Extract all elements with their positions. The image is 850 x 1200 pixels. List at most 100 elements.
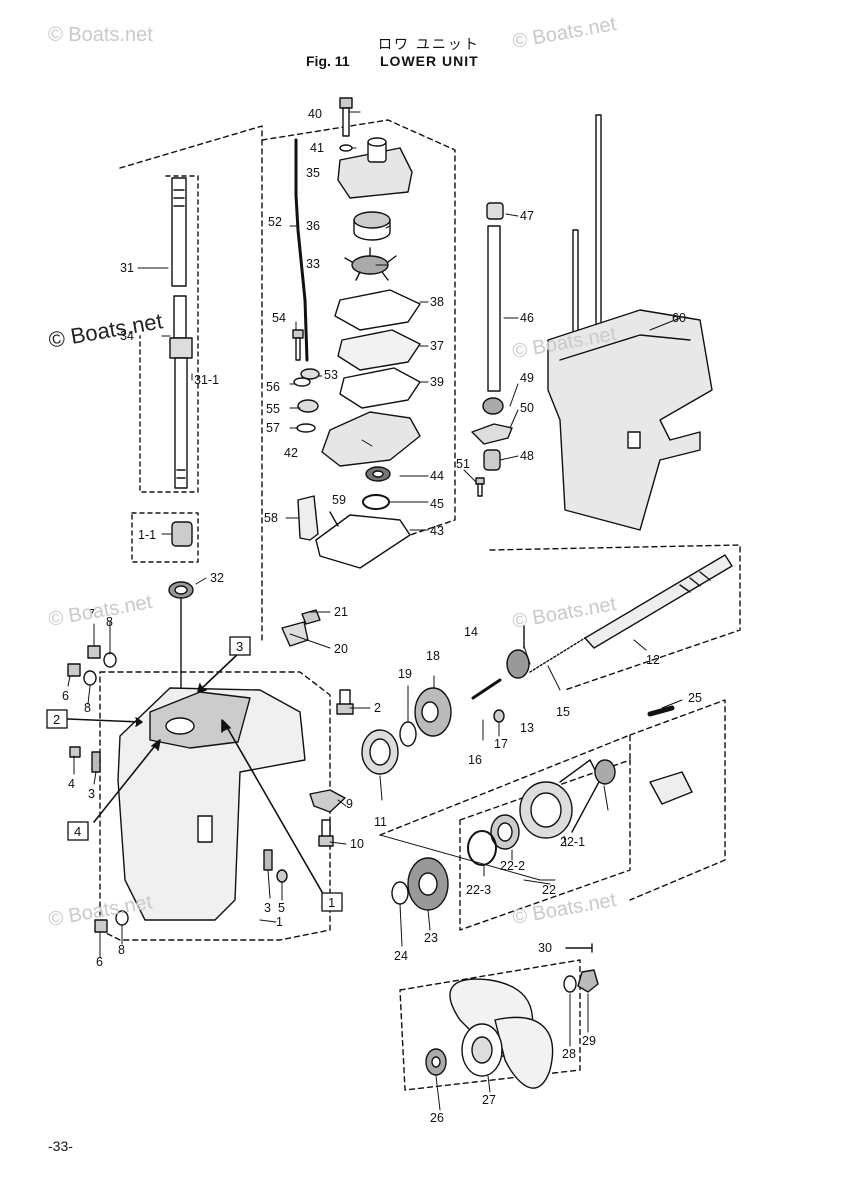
- part-lower-housing-1: [117, 687, 306, 921]
- group-outline-bushing: [131, 512, 199, 563]
- callout-54: 54: [272, 311, 286, 325]
- callout-8c: 8: [118, 943, 125, 957]
- callout-23: 23: [424, 931, 438, 945]
- part-pin-59: [329, 511, 339, 527]
- callout-52: 52: [268, 215, 282, 229]
- part-propeller-27: [449, 978, 554, 1089]
- callout-34: 34: [120, 329, 134, 343]
- figure-number: Fig. 11: [306, 53, 350, 69]
- boxed-reference-labels: 3 2 4 1: [46, 636, 343, 912]
- callout-8b: 8: [84, 701, 91, 715]
- boxed-ref-2: 2: [53, 712, 60, 727]
- callout-18: 18: [426, 649, 440, 663]
- part-grommet-55: [297, 399, 319, 413]
- callout-58: 58: [264, 511, 278, 525]
- callout-32: 32: [210, 571, 224, 585]
- part-grommet-49: [482, 397, 504, 415]
- title-japanese: ロワ ユニット: [378, 36, 480, 52]
- part-clip-3-lower: [263, 849, 273, 871]
- part-clip-3: [91, 751, 101, 773]
- callout-55: 55: [266, 402, 280, 416]
- callout-36: 36: [306, 219, 320, 233]
- callout-14: 14: [464, 625, 478, 639]
- part-bolt-54: [292, 329, 304, 361]
- callout-47: 47: [520, 209, 534, 223]
- group-outline-driveshaft: [119, 125, 263, 641]
- callout-22-1: 22-1: [560, 835, 585, 849]
- part-propeller-shaft-12: [584, 554, 733, 649]
- callout-37: 37: [430, 339, 444, 353]
- callout-27: 27: [482, 1093, 496, 1107]
- reference-arrows: [67, 651, 323, 893]
- callout-6a: 6: [62, 689, 69, 703]
- callout-7: 7: [88, 607, 95, 621]
- part-o-ring-45: [362, 494, 390, 510]
- part-plate-20: [281, 621, 309, 647]
- part-bearing-carrier-22-1: [519, 759, 601, 839]
- callout-13: 13: [520, 721, 534, 735]
- part-bearing-32: [168, 581, 194, 599]
- part-forward-gear-18: [414, 687, 452, 737]
- callout-24: 24: [394, 949, 408, 963]
- callout-20: 20: [334, 642, 348, 656]
- callout-1-1: 1-1: [138, 528, 156, 542]
- part-washer-41: [339, 144, 353, 152]
- callout-49: 49: [520, 371, 534, 385]
- part-grommet-48: [483, 449, 501, 471]
- boxed-ref-3: 3: [236, 639, 243, 654]
- part-pump-housing-35: [337, 137, 413, 199]
- leader-lines: [67, 111, 683, 1111]
- callout-9: 9: [346, 797, 353, 811]
- callout-16: 16: [468, 753, 482, 767]
- part-pump-base-42: [321, 411, 421, 467]
- part-bearing-11: [361, 729, 399, 775]
- callout-51: 51: [456, 457, 470, 471]
- part-grommet-58: [297, 495, 319, 541]
- part-reverse-gear-23: [407, 857, 449, 911]
- part-washer-56: [293, 377, 311, 387]
- part-grommet-47: [486, 202, 504, 220]
- part-bolt-51: [475, 477, 485, 497]
- part-water-tube-52: [294, 138, 309, 362]
- callout-48: 48: [520, 449, 534, 463]
- callout-3b: 3: [264, 901, 271, 915]
- part-seal-22-4: [594, 759, 616, 785]
- part-plate-37: [337, 329, 421, 371]
- callout-1: 1: [276, 915, 283, 929]
- part-nut-29: [577, 969, 599, 993]
- callout-59: 59: [332, 493, 346, 507]
- part-bushing-1-1: [171, 521, 193, 547]
- watermark-top-left: © Boats.net: [48, 24, 153, 46]
- part-bolt-25: [647, 705, 675, 717]
- callout-31: 31: [120, 261, 134, 275]
- callout-22-3: 22-3: [466, 883, 491, 897]
- callout-33: 33: [306, 257, 320, 271]
- part-nut-5: [276, 869, 288, 883]
- callout-10: 10: [350, 837, 364, 851]
- callout-40: 40: [308, 107, 322, 121]
- callout-22: 22: [542, 883, 556, 897]
- callout-39: 39: [430, 375, 444, 389]
- callout-42: 42: [284, 446, 298, 460]
- callout-60: 60: [672, 311, 686, 325]
- part-gear-case-60: [547, 114, 713, 531]
- callout-30: 30: [538, 941, 552, 955]
- part-o-ring-22-3: [467, 830, 497, 866]
- callout-25: 25: [688, 691, 702, 705]
- part-holder-50: [471, 423, 513, 445]
- callout-2: 2: [374, 701, 381, 715]
- callout-29: 29: [582, 1034, 596, 1048]
- part-bolt-4: [69, 746, 81, 758]
- part-plug-2: [336, 689, 354, 715]
- callout-44: 44: [430, 469, 444, 483]
- callout-57: 57: [266, 421, 280, 435]
- part-washer-8-mid: [83, 670, 97, 686]
- callout-6b: 6: [96, 955, 103, 969]
- callout-56: 56: [266, 380, 280, 394]
- callout-38: 38: [430, 295, 444, 309]
- callout-4a: 4: [68, 777, 75, 791]
- part-bolt-10: [318, 819, 334, 847]
- callout-15: 15: [556, 705, 570, 719]
- part-bolt-40: [339, 97, 353, 137]
